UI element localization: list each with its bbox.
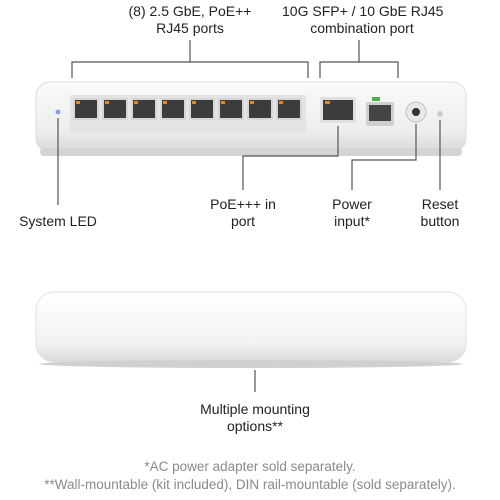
rj45-port — [133, 100, 155, 118]
rj45-port — [278, 100, 300, 118]
system-led — [55, 109, 61, 115]
rj45-port — [162, 100, 184, 118]
power-label: Power input* — [317, 196, 387, 230]
rj45-port-led — [279, 101, 283, 104]
power-line1: Power — [332, 196, 372, 212]
system-led-text: System LED — [19, 213, 97, 229]
poe-in-line2: port — [230, 213, 256, 229]
combo-rj45-port — [323, 100, 353, 120]
rj45-port — [220, 100, 242, 118]
switch-front-view — [35, 81, 467, 156]
power-line2: input* — [334, 213, 370, 229]
system-led-label: System LED — [8, 213, 108, 230]
poe-in-leader — [242, 126, 339, 190]
combo-label-line2: combination port — [310, 20, 414, 36]
sfp-port — [369, 105, 391, 121]
combo-port-led — [325, 101, 330, 104]
rj45-port-group — [73, 98, 302, 120]
mount-label: Multiple mounting options** — [180, 401, 330, 435]
footnote-power: *AC power adapter sold separately. — [144, 459, 356, 474]
rj45-port-led — [192, 101, 196, 104]
combo-label-line1: 10G SFP+ / 10 GbE RJ45 — [282, 3, 444, 19]
switch-top-body — [35, 291, 467, 363]
rj45-port-led — [163, 101, 167, 104]
combo-bracket — [319, 61, 399, 78]
reset-label: Reset button — [408, 196, 472, 230]
switch-top-shadow — [39, 360, 463, 368]
rj45-port — [191, 100, 213, 118]
rj45-port-led — [105, 101, 109, 104]
ports-bracket — [71, 61, 309, 78]
rj45-port-led — [134, 101, 138, 104]
rj45-port — [249, 100, 271, 118]
ports-label: (8) 2.5 GbE, PoE++ RJ45 ports — [105, 3, 275, 37]
mount-line1: Multiple mounting — [200, 401, 310, 417]
rj45-port-led — [221, 101, 225, 104]
rj45-port — [104, 100, 126, 118]
poe-in-label: PoE+++ in port — [203, 196, 283, 230]
power-jack-pin — [412, 108, 420, 116]
reset-line1: Reset — [421, 196, 459, 212]
ports-label-line2: RJ45 ports — [156, 20, 224, 36]
footnote-mounting: **Wall-mountable (kit included), DIN rai… — [44, 477, 456, 492]
combo-label: 10G SFP+ / 10 GbE RJ45 combination port — [282, 3, 444, 37]
power-leader — [351, 124, 417, 190]
rj45-port — [75, 100, 97, 118]
reset-line2: button — [420, 213, 460, 229]
switch-shadow — [40, 148, 462, 156]
reset-button — [437, 111, 443, 117]
rj45-port-led — [76, 101, 80, 104]
switch-top-view — [35, 291, 467, 368]
mount-line2: options** — [226, 418, 284, 434]
ports-label-line1: (8) 2.5 GbE, PoE++ — [128, 3, 252, 19]
rj45-port-led — [250, 101, 254, 104]
poe-in-line1: PoE+++ in — [210, 196, 276, 212]
sfp-led — [372, 97, 380, 101]
